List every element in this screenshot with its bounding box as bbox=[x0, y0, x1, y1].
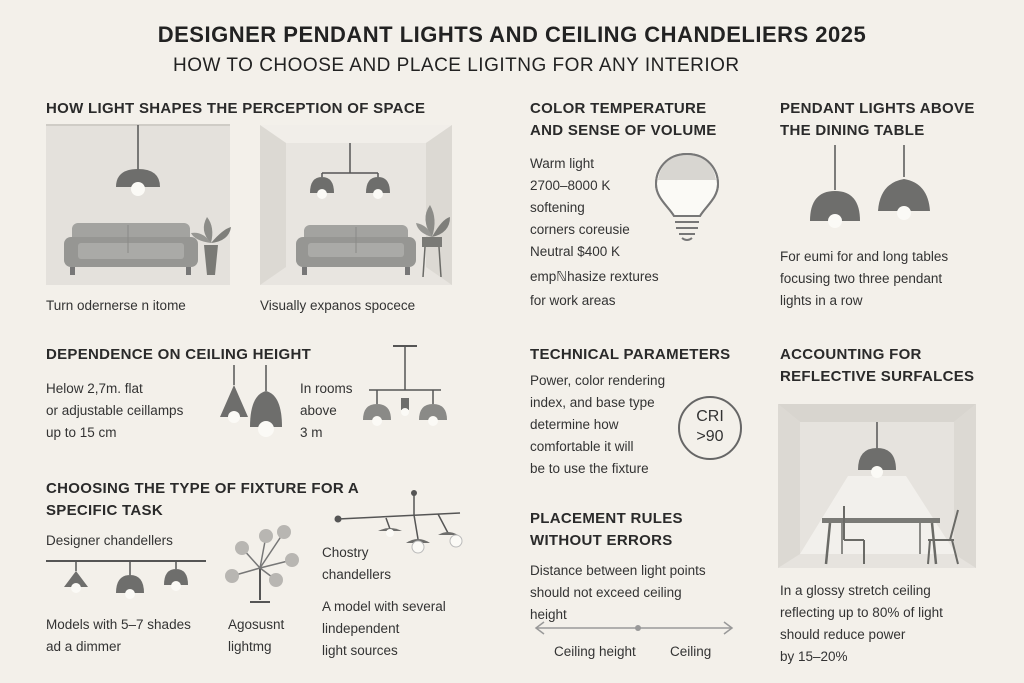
light-bulb-icon bbox=[654, 152, 720, 241]
branch-chandelier-drawing bbox=[334, 490, 463, 554]
technical-line: comfortable it will bbox=[530, 439, 634, 454]
reflective-room-illustration bbox=[778, 404, 976, 568]
placement-label-right: Ceiling bbox=[670, 644, 712, 659]
technical-heading: TECHNICAL PARAMETERS bbox=[530, 346, 731, 363]
reflective-line: reflecting up to 80% of light bbox=[780, 605, 943, 620]
placement-heading-2: WITHOUT ERRORS bbox=[530, 532, 673, 549]
dining-heading-1: PENDANT LIGHTS ABOVE bbox=[780, 100, 975, 117]
placement-heading-1: PLACEMENT RULES bbox=[530, 510, 683, 527]
dining-pendants-drawing bbox=[810, 145, 930, 228]
dining-line: For eumi for and long tables bbox=[780, 249, 949, 264]
perception-heading: HOW LIGHT SHAPES THE PERCEPTION OF SPACE bbox=[46, 100, 426, 117]
color-temp-line: for work areas bbox=[530, 293, 616, 308]
ceiling-height-left-line: up to 15 cm bbox=[46, 425, 117, 440]
ceiling-height-left-line: Helow 2,7m. flat bbox=[46, 381, 143, 396]
chostry-line: chandellers bbox=[322, 567, 392, 582]
placement-label-left: Ceiling height bbox=[554, 644, 636, 659]
color-temp-line: 2700–8000 K bbox=[530, 178, 611, 193]
agosusnt-line: Agosusnt bbox=[228, 617, 285, 632]
room-illustration-right bbox=[260, 125, 452, 285]
distance-arrow-icon bbox=[534, 621, 734, 635]
ceiling-height-right-line: In rooms bbox=[300, 381, 353, 396]
reflective-line: In a glossy stretch ceiling bbox=[780, 583, 931, 598]
dining-line: lights in a row bbox=[780, 293, 863, 308]
reflective-line: should reduce power bbox=[780, 627, 906, 642]
low-ceiling-lamps-drawing bbox=[220, 365, 282, 437]
perception-caption-left: Turn odernerse n itome bbox=[46, 298, 186, 313]
color-temp-line: Warm light bbox=[530, 156, 595, 171]
high-ceiling-chandelier-drawing bbox=[363, 345, 447, 426]
dining-heading-2: THE DINING TABLE bbox=[780, 122, 925, 139]
color-temp-line: Neutral $400 K bbox=[530, 244, 621, 259]
placement-line: height bbox=[530, 607, 567, 622]
technical-line: determine how bbox=[530, 417, 619, 432]
model-line: lindependent bbox=[322, 621, 400, 636]
cri-badge-value: >90 bbox=[696, 428, 724, 445]
chostry-line: Chostry bbox=[322, 545, 369, 560]
ceiling-height-right-line: above bbox=[300, 403, 337, 418]
model-line: light sources bbox=[322, 643, 398, 658]
ceiling-height-heading: DEPENDENCE ON CEILING HEIGHT bbox=[46, 346, 312, 363]
placement-line: Distance between light points bbox=[530, 563, 706, 578]
agosusnt-line: lightmg bbox=[228, 639, 272, 654]
models-line: Models with 5–7 shades bbox=[46, 617, 191, 632]
reflective-heading-1: ACCOUNTING FOR bbox=[780, 346, 922, 363]
molecular-chandelier-drawing bbox=[225, 525, 299, 603]
dining-line: focusing two three pendant bbox=[780, 271, 943, 286]
track-lights-drawing bbox=[46, 560, 206, 599]
page-title: DESIGNER PENDANT LIGHTS AND CEILING CHAN… bbox=[157, 22, 867, 47]
placement-line: should not exceed ceiling bbox=[530, 585, 682, 600]
perception-caption-right: Visually expanos spocece bbox=[260, 298, 416, 313]
room-left-drawing bbox=[46, 124, 231, 275]
color-temp-heading-1: COLOR TEMPERATURE bbox=[530, 100, 707, 117]
model-line: A model with several bbox=[322, 599, 446, 614]
room-right-drawing bbox=[260, 125, 452, 285]
fixture-heading-1: CHOOSING THE TYPE OF FIXTURE FOR A bbox=[46, 480, 359, 497]
color-temp-line: softening bbox=[530, 200, 585, 215]
color-temp-heading-2: AND SENSE OF VOLUME bbox=[530, 122, 717, 139]
color-temp-line: corners coreusie bbox=[530, 222, 630, 237]
cri-badge-label: CRI bbox=[696, 408, 724, 425]
room-illustration-left bbox=[46, 124, 231, 285]
technical-line: index, and base type bbox=[530, 395, 655, 410]
technical-line: Power, color rendering bbox=[530, 373, 666, 388]
models-line: ad a dimmer bbox=[46, 639, 122, 654]
ceiling-height-right-line: 3 m bbox=[300, 425, 323, 440]
designer-chandeliers-label: Designer chandellers bbox=[46, 533, 173, 548]
cri-badge: CRI >90 bbox=[678, 396, 742, 460]
page-subtitle: HOW TO CHOOSE AND PLACE LIGITNG FOR ANY … bbox=[173, 55, 740, 76]
technical-line: be to use the fixture bbox=[530, 461, 649, 476]
ceiling-height-left-line: or adjustable ceillamps bbox=[46, 403, 184, 418]
fixture-heading-2: SPECIFIC TASK bbox=[46, 502, 163, 519]
reflective-room-drawing bbox=[778, 404, 976, 568]
reflective-heading-2: REFLECTIVE SURFALCES bbox=[780, 368, 975, 385]
reflective-line: by 15–20% bbox=[780, 649, 848, 664]
color-temp-line: empℕhasize rextures bbox=[530, 269, 659, 284]
